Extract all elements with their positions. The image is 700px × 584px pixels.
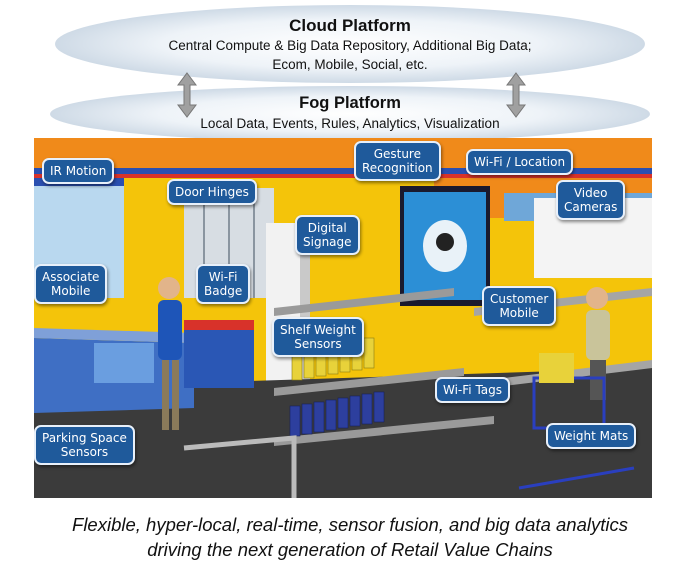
- callout-ir-motion: IR Motion: [42, 158, 115, 184]
- callout-customer-mobile: Customer Mobile: [482, 286, 557, 326]
- caption-line1: Flexible, hyper-local, real-time, sensor…: [72, 514, 628, 535]
- cloud-platform-title: Cloud Platform: [289, 16, 411, 35]
- callout-wifi-location: Wi-Fi / Location: [466, 149, 574, 175]
- retail-store-scene: IR Motion Door Hinges Gesture Recognitio…: [34, 138, 652, 498]
- cloud-platform-shape: [55, 5, 645, 83]
- callout-video-cameras: Video Cameras: [556, 180, 626, 220]
- callout-associate-mobile: Associate Mobile: [34, 264, 108, 304]
- callout-gesture-recognition: Gesture Recognition: [354, 141, 441, 181]
- fog-platform-title: Fog Platform: [299, 94, 401, 112]
- caption-line2: driving the next generation of Retail Va…: [147, 539, 553, 560]
- callout-door-hinges: Door Hinges: [167, 179, 257, 205]
- callout-wifi-tags: Wi-Fi Tags: [435, 377, 511, 403]
- cloud-platform-line1: Central Compute & Big Data Repository, A…: [168, 38, 532, 53]
- callout-digital-signage: Digital Signage: [295, 215, 360, 255]
- callout-wifi-badge: Wi-Fi Badge: [196, 264, 251, 304]
- fog-platform-shape: [50, 86, 650, 142]
- callout-parking-space-sensors: Parking Space Sensors: [34, 425, 135, 465]
- cloud-platform-line2: Ecom, Mobile, Social, etc.: [272, 57, 428, 72]
- fog-platform-line1: Local Data, Events, Rules, Analytics, Vi…: [200, 116, 500, 131]
- double-arrow-icon-left: [177, 72, 197, 118]
- double-arrow-icon-right: [506, 72, 526, 118]
- callout-shelf-weight-sensors: Shelf Weight Sensors: [272, 317, 364, 357]
- callout-weight-mats: Weight Mats: [546, 423, 637, 449]
